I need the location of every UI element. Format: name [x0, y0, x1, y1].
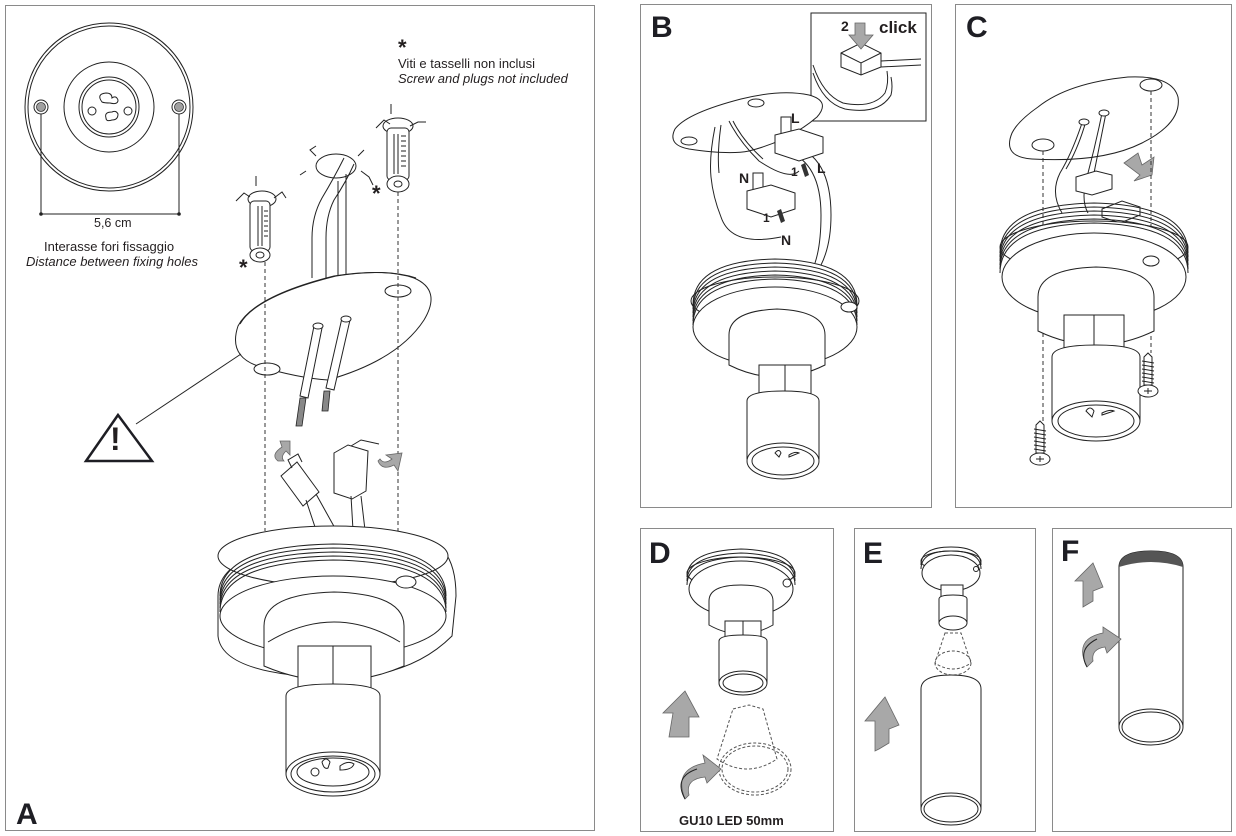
label-1-live: 1	[791, 165, 798, 179]
lamp-tube-e	[920, 674, 982, 826]
up-arrow-icon	[662, 690, 700, 738]
label-l-top: L	[791, 110, 800, 126]
connector-right	[333, 439, 403, 531]
lamp-body-c	[999, 202, 1189, 442]
lamp-body-b	[690, 258, 860, 480]
panel-label-d: D	[649, 537, 671, 570]
rotate-arrow-icon-f	[1082, 626, 1122, 668]
panel-b-drawing	[672, 12, 927, 480]
panel-label-f: F	[1061, 535, 1080, 568]
up-arrow-icon-f	[1074, 562, 1104, 608]
note-it: Viti e tasselli non inclusi	[398, 56, 536, 71]
asterisk-right-plug: *	[372, 181, 381, 206]
panel-e: E	[854, 528, 1036, 832]
wall-plug-left	[235, 176, 287, 263]
warning-exclamation: !	[110, 421, 121, 457]
inset-click-detail	[812, 22, 922, 111]
panel-a-drawing	[24, 22, 457, 797]
connector-left	[274, 440, 337, 531]
lamp-body-e	[920, 546, 982, 631]
hole-distance-it: Interasse fori fissaggio	[44, 239, 175, 254]
panel-f: F	[1052, 528, 1232, 832]
lamp-body-d	[686, 548, 796, 696]
label-n-wire: N	[781, 232, 792, 248]
rotate-arrow-icon	[681, 753, 722, 800]
mounting-bracket	[235, 271, 432, 427]
lamp-body-a	[217, 525, 457, 797]
gu10-bulb-ghost-e	[934, 632, 972, 676]
panel-label-c: C	[966, 11, 988, 44]
asterisk-left-plug: *	[239, 255, 248, 280]
up-arrow-icon-e	[864, 696, 900, 752]
panel-f-drawing	[1074, 550, 1184, 746]
bracket-c	[1009, 76, 1179, 224]
panel-label-e: E	[863, 537, 884, 570]
connector-neutral	[746, 172, 796, 223]
panel-d-drawing	[662, 548, 796, 800]
panel-d: D GU10 LED 50mm	[640, 528, 834, 832]
note-en: Screw and plugs not included	[398, 71, 568, 86]
mains-cable	[299, 145, 374, 278]
connector-live	[774, 116, 824, 177]
panel-a: 5,6 cm Interasse fori fissaggio Distance…	[5, 5, 595, 831]
panel-c: C	[955, 4, 1232, 508]
label-n-top: N	[739, 170, 750, 186]
hole-distance-en: Distance between fixing holes	[26, 254, 198, 269]
dimension-label: 5,6 cm	[94, 216, 132, 230]
screw-left	[1029, 420, 1051, 466]
panel-c-drawing	[999, 76, 1189, 466]
warning-icon	[83, 412, 155, 463]
wall-plug-right	[375, 104, 426, 193]
label-l-wire: L	[817, 160, 826, 176]
bracket-b	[672, 92, 832, 266]
inset-click-label: click	[879, 18, 917, 37]
gu10-bulb-ghost	[716, 704, 792, 796]
screw-right	[1137, 352, 1159, 398]
lamp-tube-f	[1118, 550, 1184, 746]
bulb-spec-label: GU10 LED 50mm	[679, 813, 784, 828]
panel-label-a: A	[16, 798, 38, 831]
asterisk-note: *	[398, 35, 407, 60]
label-1-neutral: 1	[763, 211, 770, 225]
panel-b: B 2 click L L 1 N 1 N	[640, 4, 932, 508]
panel-e-drawing	[864, 546, 982, 826]
panel-label-b: B	[651, 11, 673, 44]
inset-step-2: 2	[841, 18, 849, 34]
rosette-top-view	[24, 22, 194, 216]
